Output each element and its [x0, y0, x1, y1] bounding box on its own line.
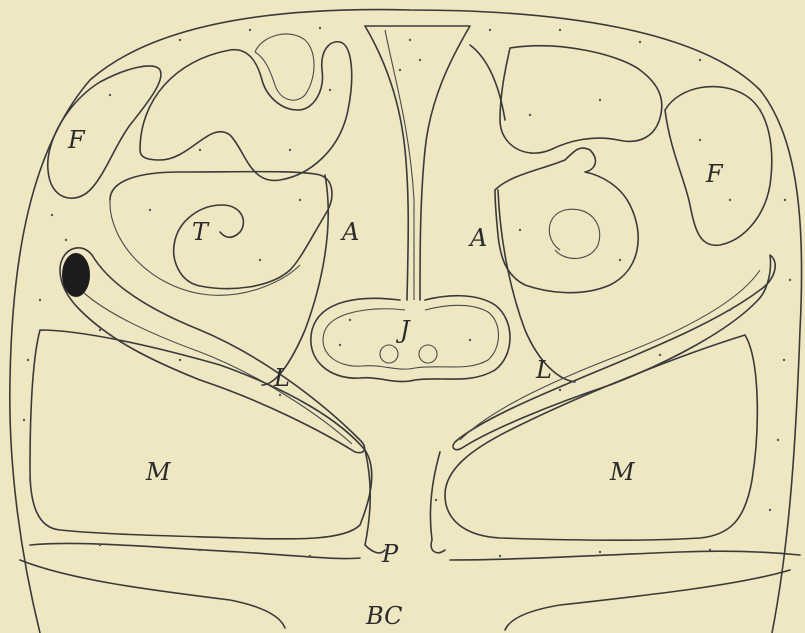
label-frontal-right: F [705, 160, 724, 188]
right-turbinate-spiral [549, 209, 599, 258]
central-hole-left [380, 345, 398, 363]
left-upper-lobe-inner [255, 34, 314, 100]
right-cavity-line [498, 190, 575, 382]
left-lateral-channel [60, 248, 365, 453]
midline-septum-left [365, 26, 408, 300]
right-maxillary-sinus [445, 335, 757, 540]
label-maxillary-left: M [145, 458, 172, 486]
right-lateral-channel-inner [460, 270, 760, 440]
left-maxillary-sinus [30, 330, 372, 539]
label-turbinate: T [192, 218, 210, 246]
label-central: J [395, 316, 411, 344]
label-lateral-right: L [535, 356, 552, 384]
midline-septum [365, 26, 470, 300]
label-frontal-left: F [67, 126, 86, 154]
palate-right [430, 452, 445, 553]
left-turbinate [110, 172, 332, 289]
label-maxillary-right: M [609, 458, 636, 486]
right-lateral-channel [453, 255, 775, 450]
right-upper-lobe [500, 46, 662, 153]
label-lateral-left: L [273, 364, 290, 392]
lower-right-contour [450, 551, 800, 630]
label-palate: P [381, 540, 399, 568]
label-cavity-left: A [340, 218, 359, 246]
central-body-inner [323, 305, 499, 369]
label-bottom: BC [365, 602, 402, 630]
label-cavity-right: A [468, 224, 487, 252]
central-hole-right [419, 345, 437, 363]
left-cavity-line [262, 175, 328, 385]
dark-mass [62, 253, 90, 297]
right-turbinate [495, 148, 638, 293]
left-upper-lobe [140, 42, 352, 181]
left-frontal-sinus [48, 66, 161, 198]
